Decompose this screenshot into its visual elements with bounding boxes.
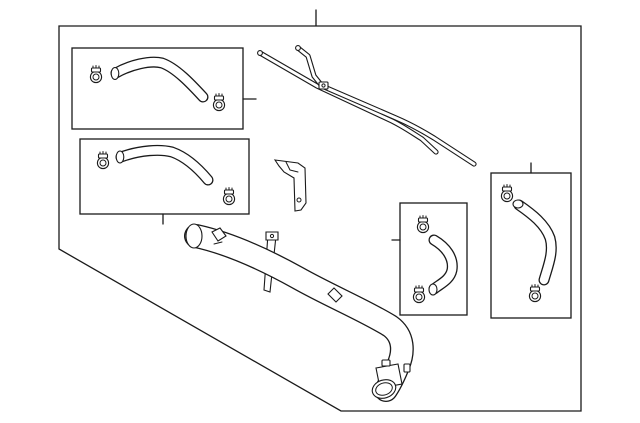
bracket (273, 159, 307, 212)
hose (115, 144, 214, 186)
hose-clamp (212, 92, 226, 112)
kit-box-small (399, 202, 468, 316)
hose-clamp (528, 283, 542, 303)
water-tube (184, 223, 414, 402)
hose-kit-upper-left (71, 47, 257, 130)
hose-clamp (96, 150, 110, 170)
hose-clamp (222, 186, 236, 206)
tube-clip (211, 227, 227, 242)
hose-clamp (412, 284, 426, 304)
tube-end-outlet (371, 379, 397, 399)
tube-end-inlet (185, 223, 203, 249)
hose-kit-middle-left (79, 138, 250, 225)
hose (428, 234, 458, 296)
hose-kit-right (490, 162, 572, 319)
hose-clamp (416, 214, 430, 234)
hose (110, 56, 209, 103)
metal-pipe (257, 45, 477, 167)
hose-clamp (500, 183, 514, 203)
hose-clamp (89, 64, 103, 84)
hose (512, 199, 557, 286)
pipe-mount-tab (318, 81, 329, 90)
tube-clip (327, 287, 343, 303)
hose-kit-small (391, 202, 468, 316)
